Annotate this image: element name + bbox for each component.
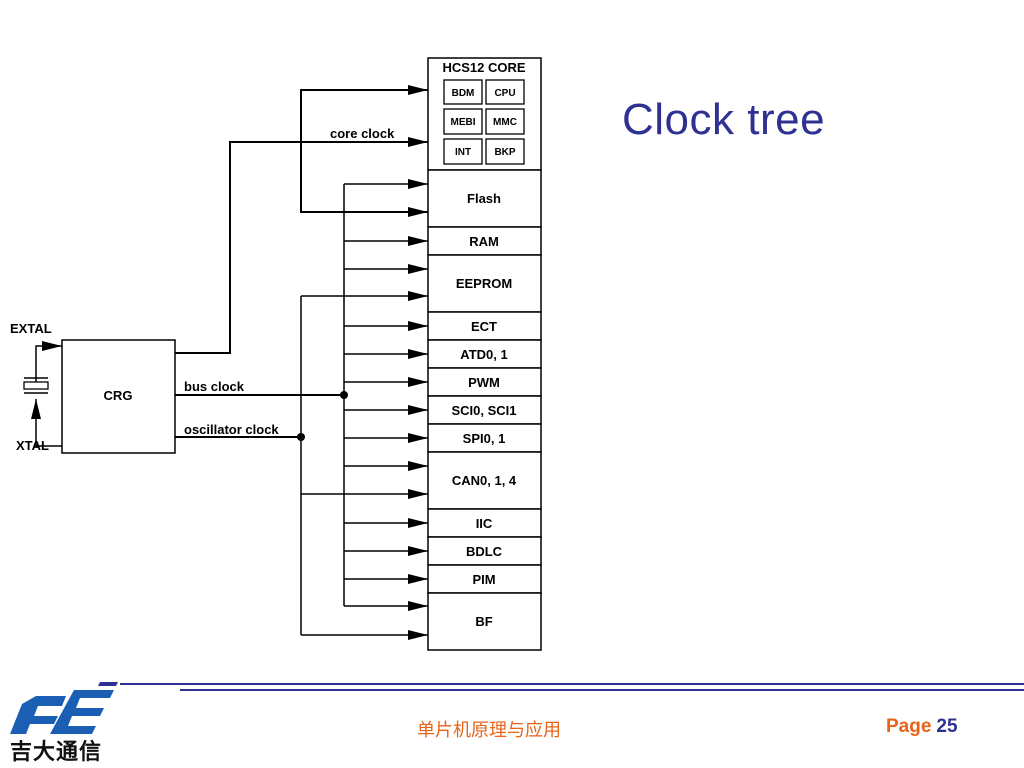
module-pim: PIM <box>427 564 542 594</box>
svg-text:MEBI: MEBI <box>451 117 476 128</box>
svg-text:BKP: BKP <box>494 147 515 158</box>
svg-text:CPU: CPU <box>494 88 515 99</box>
svg-text:Flash: Flash <box>467 191 501 206</box>
module-bf: BF <box>427 592 542 651</box>
svg-text:SCI0, SCI1: SCI0, SCI1 <box>451 403 516 418</box>
core-subblock-int: INT <box>443 138 483 165</box>
oscillator-clock-net: oscillator clock <box>175 291 428 640</box>
core-subblock-mmc: MMC <box>485 108 525 135</box>
bus-clock-label: bus clock <box>184 379 245 394</box>
module-eeprom: EEPROM <box>427 254 542 313</box>
core-subblock-mebi: MEBI <box>443 108 483 135</box>
page-number: 25 <box>936 716 958 737</box>
module-can: CAN0, 1, 4 <box>427 451 542 510</box>
module-iic: IIC <box>427 508 542 538</box>
core-subblock-cpu: CPU <box>485 79 525 105</box>
core-subblock-bkp: BKP <box>485 138 525 165</box>
core-title: HCS12 CORE <box>442 60 525 75</box>
svg-text:SPI0, 1: SPI0, 1 <box>463 431 506 446</box>
footer-course-title: 单片机原理与应用 <box>417 720 561 741</box>
svg-text:CAN0, 1, 4: CAN0, 1, 4 <box>452 473 517 488</box>
crystal-symbol: EXTAL XTAL <box>10 321 62 453</box>
extal-label: EXTAL <box>10 321 52 336</box>
company-logo-icon <box>10 682 118 734</box>
hcs12-core-block: HCS12 CORE BDM CPU MEBI MMC INT BKP <box>427 57 542 171</box>
oscillator-clock-label: oscillator clock <box>184 422 279 437</box>
xtal-label: XTAL <box>16 438 49 453</box>
module-atd: ATD0, 1 <box>427 339 542 369</box>
svg-text:IIC: IIC <box>476 516 493 531</box>
svg-text:BDLC: BDLC <box>466 544 503 559</box>
page-label: Page <box>886 716 932 737</box>
module-ect: ECT <box>427 311 542 341</box>
svg-text:PWM: PWM <box>468 375 500 390</box>
slide-title: Clock tree <box>622 95 826 144</box>
footer-rule <box>120 683 1024 691</box>
module-ram: RAM <box>427 226 542 256</box>
svg-text:ATD0, 1: ATD0, 1 <box>460 347 507 362</box>
crg-block: CRG <box>61 339 176 454</box>
module-bdlc: BDLC <box>427 536 542 566</box>
svg-text:EEPROM: EEPROM <box>456 276 512 291</box>
module-pwm: PWM <box>427 367 542 397</box>
core-subblock-bdm: BDM <box>443 79 483 105</box>
svg-text:CRG: CRG <box>104 388 133 403</box>
module-flash: Flash <box>427 169 542 228</box>
bus-clock-net: bus clock <box>175 179 428 611</box>
module-spi: SPI0, 1 <box>427 423 542 453</box>
svg-text:MMC: MMC <box>493 117 517 128</box>
core-clock-label: core clock <box>330 126 395 141</box>
svg-text:INT: INT <box>455 147 471 158</box>
svg-text:PIM: PIM <box>472 572 495 587</box>
svg-text:ECT: ECT <box>471 319 497 334</box>
company-logo-text: 吉大通信 <box>10 740 103 765</box>
core-clock-net: core clock <box>175 85 428 354</box>
svg-text:BF: BF <box>475 614 492 629</box>
svg-text:BDM: BDM <box>452 88 475 99</box>
svg-text:RAM: RAM <box>469 234 499 249</box>
module-sci: SCI0, SCI1 <box>427 395 542 425</box>
